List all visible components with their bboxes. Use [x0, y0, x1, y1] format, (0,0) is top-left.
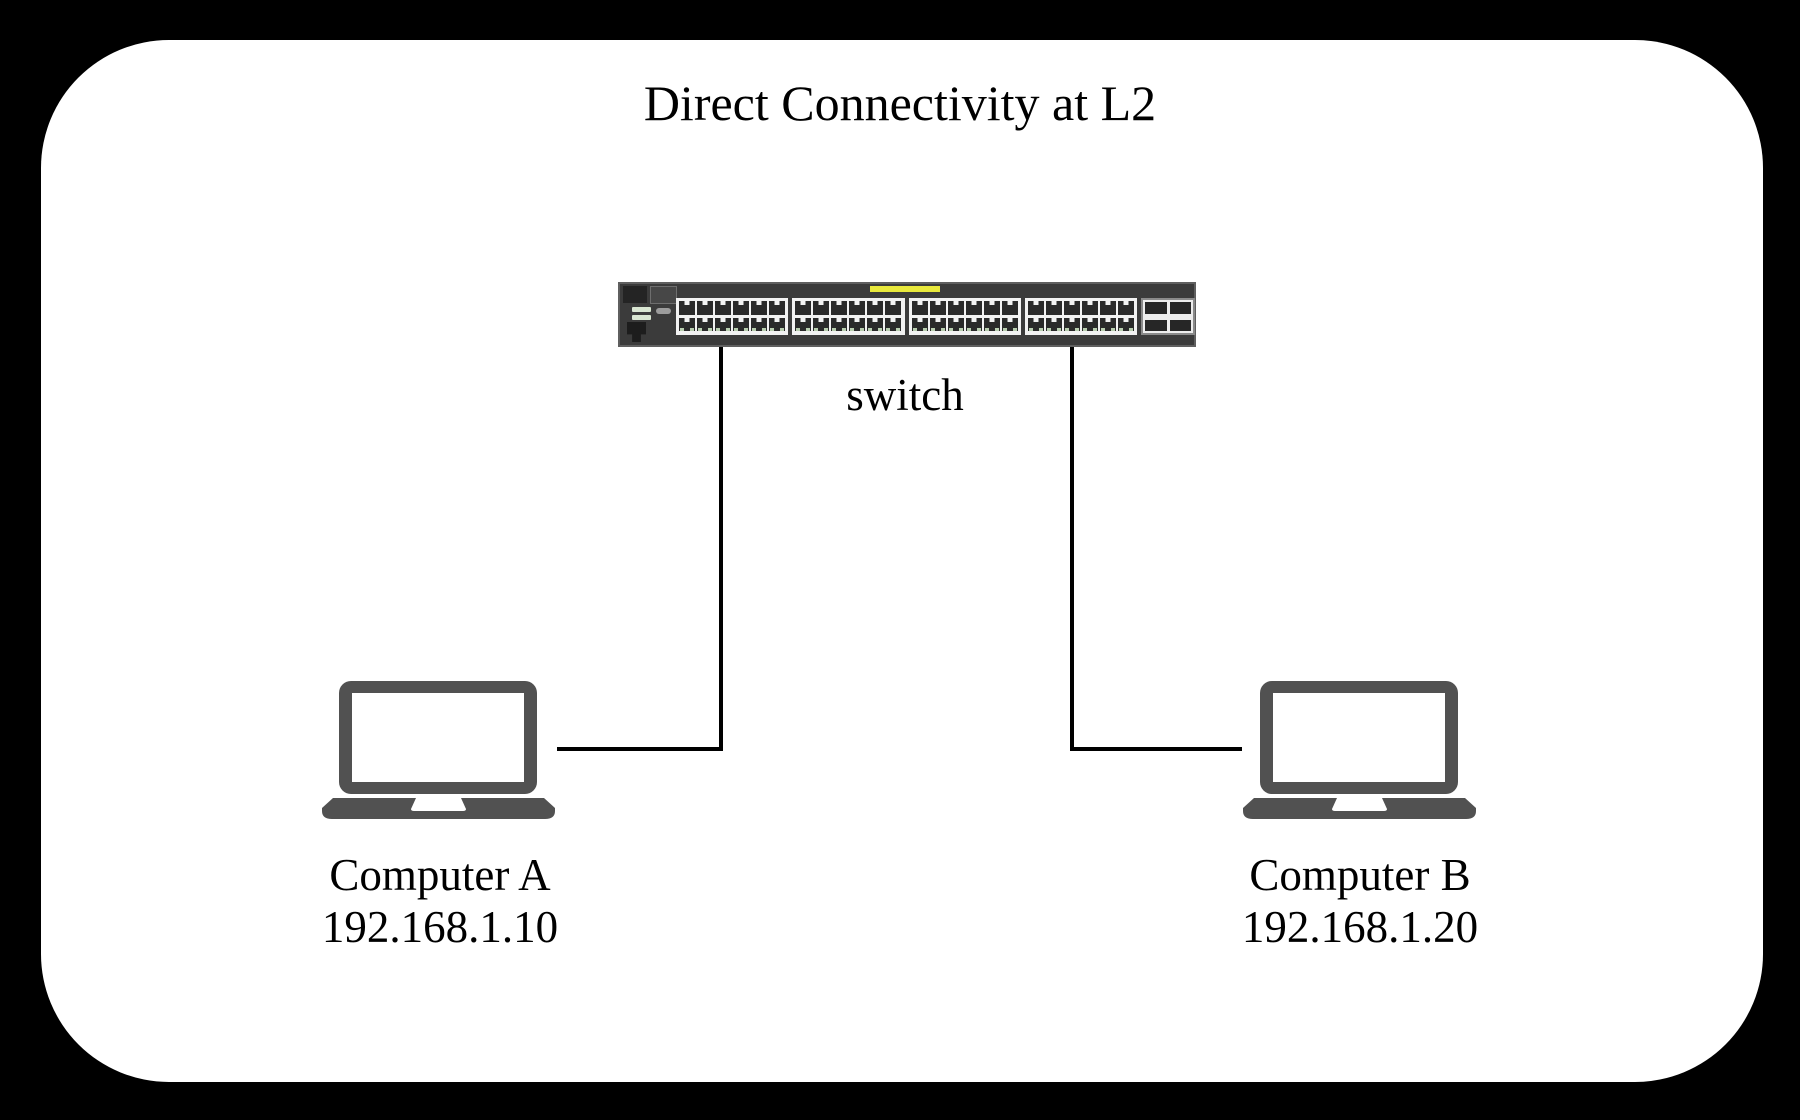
yellow-indicator-bar [870, 286, 940, 292]
link-computer-a-to-switch-vertical [719, 346, 723, 751]
rj45-port-icon [947, 301, 964, 315]
rj45-port-icon [1117, 301, 1134, 315]
rj45-port-icon [795, 301, 812, 315]
switch-status-led [632, 307, 651, 312]
rj45-port-icon [911, 317, 928, 331]
rj45-port-icon [1081, 301, 1098, 315]
switch-name-label: switch [846, 370, 964, 420]
rj45-port-icon [751, 301, 768, 315]
sfp-port-icon [1145, 319, 1167, 331]
rj45-port-icon [831, 317, 848, 331]
rj45-port-icon [885, 301, 902, 315]
rj45-port-icon [813, 317, 830, 331]
computer-a-ip: 192.168.1.10 [321, 902, 559, 952]
rj45-port-icon [1117, 317, 1134, 331]
rj45-port-icon [715, 317, 732, 331]
link-computer-b-to-switch-vertical [1070, 346, 1074, 751]
rj45-port-icon [697, 317, 714, 331]
rj45-port-icon [1099, 317, 1116, 331]
console-port-icon [627, 322, 646, 342]
rj45-port-icon [911, 301, 928, 315]
computer-a-name: Computer A [329, 850, 551, 900]
rj45-port-icon [697, 301, 714, 315]
rj45-port-icon [1001, 301, 1018, 315]
rj45-port-icon [1045, 317, 1062, 331]
rj45-port-icon [867, 317, 884, 331]
laptop-icon [1243, 681, 1476, 819]
rj45-port-icon [867, 301, 884, 315]
laptop-icon [322, 681, 555, 819]
rj45-port-icon [751, 317, 768, 331]
rj45-port-icon [929, 301, 946, 315]
rj45-port-icon [1001, 317, 1018, 331]
computer-a-label: Computer A 192.168.1.10 [240, 849, 640, 953]
rj45-port-icon [885, 317, 902, 331]
rj45-port-icon [795, 317, 812, 331]
rj45-port-icon [831, 301, 848, 315]
rj45-port-icon [679, 301, 696, 315]
rj45-port-icon [983, 317, 1000, 331]
rj45-port-icon [983, 301, 1000, 315]
rj45-port-icon [1081, 317, 1098, 331]
sfp-port-icon [1169, 319, 1191, 331]
rj45-port-icon [929, 317, 946, 331]
port-bank [676, 298, 789, 335]
switch-power-module [623, 286, 647, 303]
rj45-port-icon [965, 317, 982, 331]
port-bank [792, 298, 905, 335]
computer-b-name: Computer B [1249, 850, 1471, 900]
switch-label-sticker [650, 286, 677, 304]
switch-status-led [632, 315, 651, 320]
rj45-port-icon [769, 317, 786, 331]
port-bank [908, 298, 1021, 335]
rj45-port-icon [715, 301, 732, 315]
rj45-port-icon [769, 301, 786, 315]
rj45-port-icon [849, 317, 866, 331]
rj45-port-icon [1027, 317, 1044, 331]
sfp-port-icon [1145, 302, 1167, 314]
computer-b-label: Computer B 192.168.1.20 [1160, 849, 1560, 953]
sfp-port-icon [1169, 302, 1191, 314]
rj45-port-icon [1063, 301, 1080, 315]
rj45-port-icon [965, 301, 982, 315]
diagram-canvas [41, 40, 1763, 1082]
rj45-port-icon [849, 301, 866, 315]
rj45-port-icon [679, 317, 696, 331]
rj45-port-icon [1045, 301, 1062, 315]
diagram-title: Direct Connectivity at L2 [643, 75, 1157, 131]
link-computer-b-to-switch-horizontal [1070, 747, 1242, 751]
computer-b-ip: 192.168.1.20 [1241, 902, 1479, 952]
switch-icon [618, 282, 1196, 347]
rj45-port-icon [1063, 317, 1080, 331]
rj45-port-icon [1099, 301, 1116, 315]
rj45-port-icon [1027, 301, 1044, 315]
link-computer-a-to-switch-horizontal [557, 747, 723, 751]
rj45-port-icon [947, 317, 964, 331]
rj45-port-icon [733, 317, 750, 331]
switch-model-badge [656, 308, 671, 314]
rj45-port-icon [733, 301, 750, 315]
rj45-port-icon [813, 301, 830, 315]
switch-port-banks [676, 298, 1137, 335]
sfp-port-block [1141, 298, 1195, 335]
port-bank [1024, 298, 1137, 335]
